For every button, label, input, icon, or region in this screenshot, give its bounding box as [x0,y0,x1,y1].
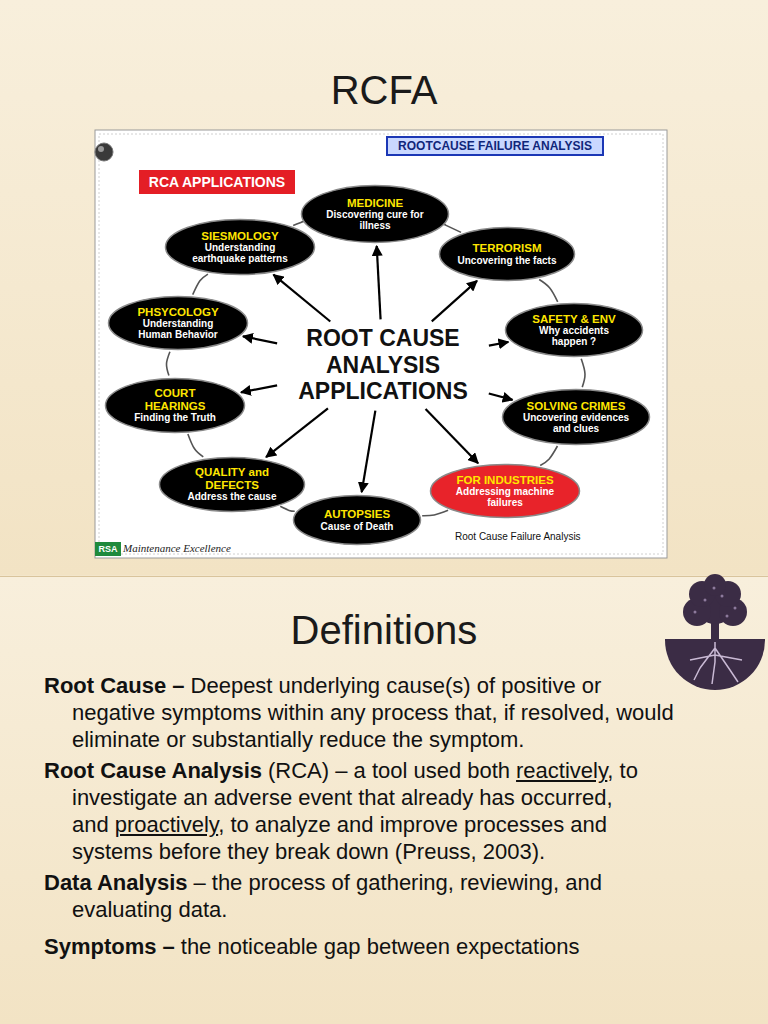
arrow-connector [489,342,508,346]
arrow-connector [432,281,477,322]
ring-line [422,510,448,516]
corner-icon [95,143,113,161]
node-body: Understanding Human Behavior [127,318,229,340]
node-text-box: MEDICINEDiscovering cure for illness [321,197,429,232]
node-text-box: COURT HEARINGSFinding the Truth [124,387,226,423]
node-heading: SIESMOLOGY [186,230,295,243]
arrow-connector [273,275,330,322]
application-ellipse: MEDICINEDiscovering cure for illness [300,184,450,244]
application-ellipse: SOLVING CRIMESUncovering evidences and c… [501,388,651,446]
node-body: Uncovering the facts [458,255,557,266]
node-heading: QUALITY and DEFECTS [179,466,286,491]
node-heading: AUTOPSIES [310,508,404,521]
arrow-connector [362,411,376,493]
brand-text: Maintenance Excellence [123,542,231,554]
node-heading: TERRORISM [458,242,557,255]
node-text-box: SAFETY & ENVWhy accidents happen ? [524,313,625,348]
node-heading: ROOTCAUSE FAILURE ANALYSIS [398,139,592,153]
definition-paragraph: Data Analysis– the process of gathering,… [44,869,680,923]
node-body: Addressing machine failures [451,486,560,508]
node-body: Address the cause [179,491,286,502]
defined-term: Data Analysis [44,870,187,895]
picture-frame [95,130,667,558]
node-text-box: ROOTCAUSE FAILURE ANALYSIS [398,139,592,153]
node-body: Finding the Truth [124,412,226,423]
node-text-box: AUTOPSIESCause of Death [310,508,404,532]
node-heading: RCA APPLICATIONS [149,174,285,190]
application-ellipse: FOR INDUSTRIESAddressing machine failure… [429,463,581,519]
ring-line [444,224,461,232]
node-body: Understanding earthquake patterns [186,242,295,264]
ring-line [539,280,558,302]
center-label: ROOT CAUSE ANALYSIS APPLICATIONS [283,325,483,404]
tree-icon [665,574,765,690]
definition-paragraph: Symptoms –the noticeable gap between exp… [44,933,680,960]
node-text-box: RCA APPLICATIONS [149,174,285,190]
frame-inner-border [99,134,663,554]
arrow-connector [266,408,328,457]
application-ellipse: QUALITY and DEFECTSAddress the cause [158,456,306,513]
arrow-connector [426,409,479,463]
ring-line [581,359,585,387]
definitions-block: Root Cause –Deepest underlying cause(s) … [44,672,680,964]
picture-caption: Root Cause Failure Analysis [455,531,581,542]
node-text-box: SOLVING CRIMESUncovering evidences and c… [522,400,630,435]
node-heading: RSA [98,544,117,554]
defined-term: Root Cause – [44,673,185,698]
defined-term: Root Cause Analysis [44,758,262,783]
node-heading: FOR INDUSTRIES [451,474,560,487]
definition-text: (RCA) – a tool used both [268,758,510,783]
node-body: Discovering cure for illness [321,209,429,231]
node-heading: PHSYCOLOGY [127,306,229,319]
ring-line [280,506,294,511]
node-text-box: QUALITY and DEFECTSAddress the cause [179,466,286,502]
node-text-box: SIESMOLOGYUnderstanding earthquake patte… [186,230,295,265]
node-heading: SAFETY & ENV [524,313,625,326]
arrow-connector [243,336,277,343]
header-banner: ROOTCAUSE FAILURE ANALYSIS [386,136,604,156]
node-heading: MEDICINE [321,197,429,210]
ring-line [540,446,557,465]
application-ellipse: SIESMOLOGYUnderstanding earthquake patte… [164,218,316,276]
node-text-box: RSA [98,544,117,554]
defined-term: Symptoms – [44,934,175,959]
application-ellipse: SAFETY & ENVWhy accidents happen ? [504,302,644,358]
ring-line [193,274,208,295]
node-text-box: PHSYCOLOGYUnderstanding Human Behavior [127,306,229,341]
definition-paragraph: Root Cause –Deepest underlying cause(s) … [44,672,680,753]
ring-line [293,221,303,225]
node-heading: SOLVING CRIMES [522,400,630,413]
node-body: Uncovering evidences and clues [522,412,630,434]
node-text-box: ROOT CAUSE ANALYSIS APPLICATIONS [283,325,483,404]
ring-line [188,434,203,457]
node-text-box: TERRORISMUncovering the facts [458,242,557,266]
node-body: Why accidents happen ? [524,325,625,347]
arrow-connector [377,246,381,319]
title-tag: RCA APPLICATIONS [139,170,295,194]
arrow-connector [489,394,513,400]
application-ellipse: AUTOPSIESCause of Death [292,494,422,546]
arrow-connector [241,385,277,392]
node-text-box: FOR INDUSTRIESAddressing machine failure… [451,474,560,509]
definition-paragraph: Root Cause Analysis(RCA) – a tool used b… [44,757,680,865]
corner-icon-shine [98,146,104,152]
slide-title: RCFA [0,68,768,113]
definition-text: the noticeable gap between expectations [181,934,580,959]
node-heading: ROOT CAUSE ANALYSIS APPLICATIONS [283,325,483,404]
node-body: Cause of Death [310,521,404,532]
application-ellipse: TERRORISMUncovering the facts [438,226,576,282]
slide-heading: Definitions [0,608,768,653]
definition-text: reactively [516,758,607,783]
application-ellipse: COURT HEARINGSFinding the Truth [104,377,246,434]
definition-text: proactively [115,812,219,837]
logo-tag: RSA [95,542,120,556]
node-heading: COURT HEARINGS [124,387,226,412]
application-ellipse: PHSYCOLOGYUnderstanding Human Behavior [107,295,249,351]
ring-line [166,352,169,376]
